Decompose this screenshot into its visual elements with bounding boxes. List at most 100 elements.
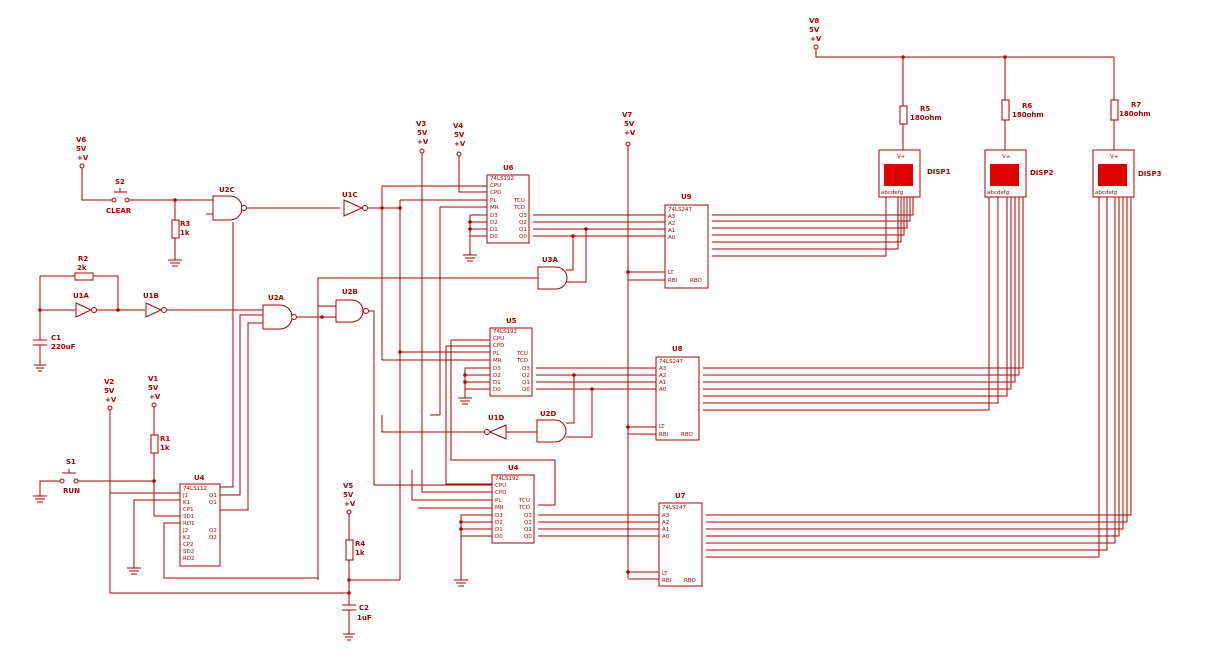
svg-text:R4: R4 (355, 540, 365, 548)
svg-text:D0: D0 (490, 234, 498, 240)
svg-text:A0: A0 (659, 387, 667, 393)
svg-text:J1: J1 (182, 493, 188, 499)
svg-text:74LS192: 74LS192 (490, 176, 514, 182)
svg-text:U8: U8 (672, 345, 683, 353)
svg-text:Q1: Q1 (209, 493, 217, 499)
svg-text:A3: A3 (668, 214, 676, 220)
gate-u2b: U2B (335, 288, 369, 323)
capacitor-c2: C2 1uF (342, 604, 372, 641)
gate-u2d: U2D (536, 410, 567, 443)
svg-text:LT: LT (659, 424, 665, 430)
svg-text:+V: +V (344, 500, 356, 508)
svg-text:S1: S1 (66, 458, 76, 466)
svg-text:CP2: CP2 (183, 542, 194, 548)
svg-text:CPD: CPD (493, 343, 504, 349)
svg-text:Q0: Q0 (522, 387, 530, 393)
svg-text:74LS247: 74LS247 (659, 359, 684, 365)
supply-v5: V5 5V +V (343, 482, 356, 515)
svg-text:Q3: Q3 (519, 213, 527, 219)
svg-text:Q2: Q2 (519, 220, 527, 226)
svg-text:74LS112: 74LS112 (183, 486, 207, 492)
resistor-r7: R7 180ohm (1110, 99, 1151, 121)
display-disp2: V+ abcdefg DISP2 (984, 149, 1054, 198)
svg-text:Q1: Q1 (522, 380, 530, 386)
svg-text:abcdefg: abcdefg (881, 190, 903, 196)
svg-text:74LS192: 74LS192 (493, 329, 517, 335)
supply-v1: V1 5V +V (148, 375, 161, 408)
svg-text:RBI: RBI (668, 278, 678, 284)
svg-text:5V: 5V (104, 387, 115, 395)
svg-text:Q0: Q0 (519, 234, 527, 240)
switch-s2: S2 CLEAR (106, 178, 132, 215)
svg-text:R6: R6 (1022, 102, 1032, 110)
supply-v6: V6 5V +V (76, 136, 89, 169)
svg-text:MR: MR (490, 205, 499, 211)
svg-text:74LS192: 74LS192 (495, 476, 519, 482)
svg-text:Q0: Q0 (524, 534, 532, 540)
svg-text:D0: D0 (495, 534, 503, 540)
flipflop-u4: U4 74LS112 J1 K1 CP1 SD1 RD1 J2 K2 CP2 S… (179, 474, 221, 567)
display-disp1: V+ abcdefg DISP1 (878, 149, 951, 198)
svg-text:A2: A2 (668, 221, 675, 227)
resistor-r3: R3 1k (171, 219, 190, 239)
svg-text:V+: V+ (1110, 154, 1119, 160)
svg-text:DISP1: DISP1 (927, 168, 951, 176)
svg-text:SD1: SD1 (183, 514, 194, 520)
svg-text:CPU: CPU (493, 336, 504, 342)
svg-text:TCU: TCU (518, 498, 530, 504)
gate-u3a: U3A (537, 256, 568, 290)
svg-text:TCU: TCU (513, 198, 525, 204)
svg-text:2k: 2k (77, 264, 87, 272)
svg-text:SD2: SD2 (183, 549, 194, 555)
svg-text:D3: D3 (493, 366, 501, 372)
svg-text:K2: K2 (183, 535, 190, 541)
resistor-r4: R4 1k (345, 539, 365, 561)
svg-text:D1: D1 (495, 527, 503, 533)
svg-text:R7: R7 (1131, 101, 1141, 109)
supply-v3: V3 5V +V (416, 120, 429, 154)
svg-text:V5: V5 (343, 482, 353, 490)
svg-text:Q2: Q2 (522, 373, 530, 379)
gate-u1b: U1B (143, 292, 167, 318)
svg-text:U1D: U1D (488, 414, 505, 422)
svg-text:RBO: RBO (681, 432, 693, 438)
svg-text:5V: 5V (624, 120, 635, 128)
svg-text:+V: +V (454, 140, 466, 148)
svg-text:D0: D0 (493, 387, 501, 393)
svg-text:+V: +V (149, 393, 161, 401)
resistor-r2: R2 2k (74, 255, 94, 281)
counter-u6: U6 74LS192 CPU CPD PL MR D3 D2 D1 D0 TCU… (486, 164, 530, 244)
counter-u4: U4 74LS192 CPU CPD PL MR D3 D2 D1 D0 TCU… (491, 464, 535, 544)
svg-text:CPU: CPU (495, 483, 506, 489)
svg-text:TCD: TCD (513, 205, 525, 211)
svg-text:PL: PL (490, 198, 497, 204)
supply-v8: V8 5V +V (809, 17, 822, 50)
svg-text:Q1: Q1 (519, 227, 527, 233)
svg-text:V3: V3 (416, 120, 426, 128)
svg-text:CPD: CPD (495, 490, 506, 496)
svg-text:R3: R3 (180, 220, 190, 228)
svg-text:A3: A3 (662, 513, 670, 519)
svg-text:220uF: 220uF (51, 343, 76, 351)
svg-text:Q2: Q2 (524, 520, 532, 526)
gate-u1d: U1D (484, 414, 507, 440)
svg-text:D1: D1 (493, 380, 501, 386)
svg-text:U1A: U1A (73, 292, 90, 300)
svg-text:1k: 1k (180, 229, 190, 237)
svg-text:5V: 5V (454, 131, 465, 139)
svg-text:V6: V6 (76, 136, 86, 144)
svg-text:U2A: U2A (268, 294, 285, 302)
counter-to-decoder-wires (454, 214, 665, 587)
svg-text:CPU: CPU (490, 183, 501, 189)
svg-text:TCD: TCD (518, 505, 530, 511)
svg-text:5V: 5V (809, 26, 820, 34)
svg-text:R1: R1 (160, 435, 170, 443)
svg-text:+V: +V (624, 129, 636, 137)
svg-text:A1: A1 (659, 380, 666, 386)
svg-text:C2: C2 (359, 604, 369, 612)
svg-text:abcdefg: abcdefg (1095, 190, 1117, 196)
svg-text:DISP2: DISP2 (1030, 169, 1054, 177)
svg-text:K1: K1 (183, 500, 190, 506)
svg-text:TCD: TCD (516, 358, 528, 364)
supply-v7: V7 5V +V (622, 111, 636, 147)
